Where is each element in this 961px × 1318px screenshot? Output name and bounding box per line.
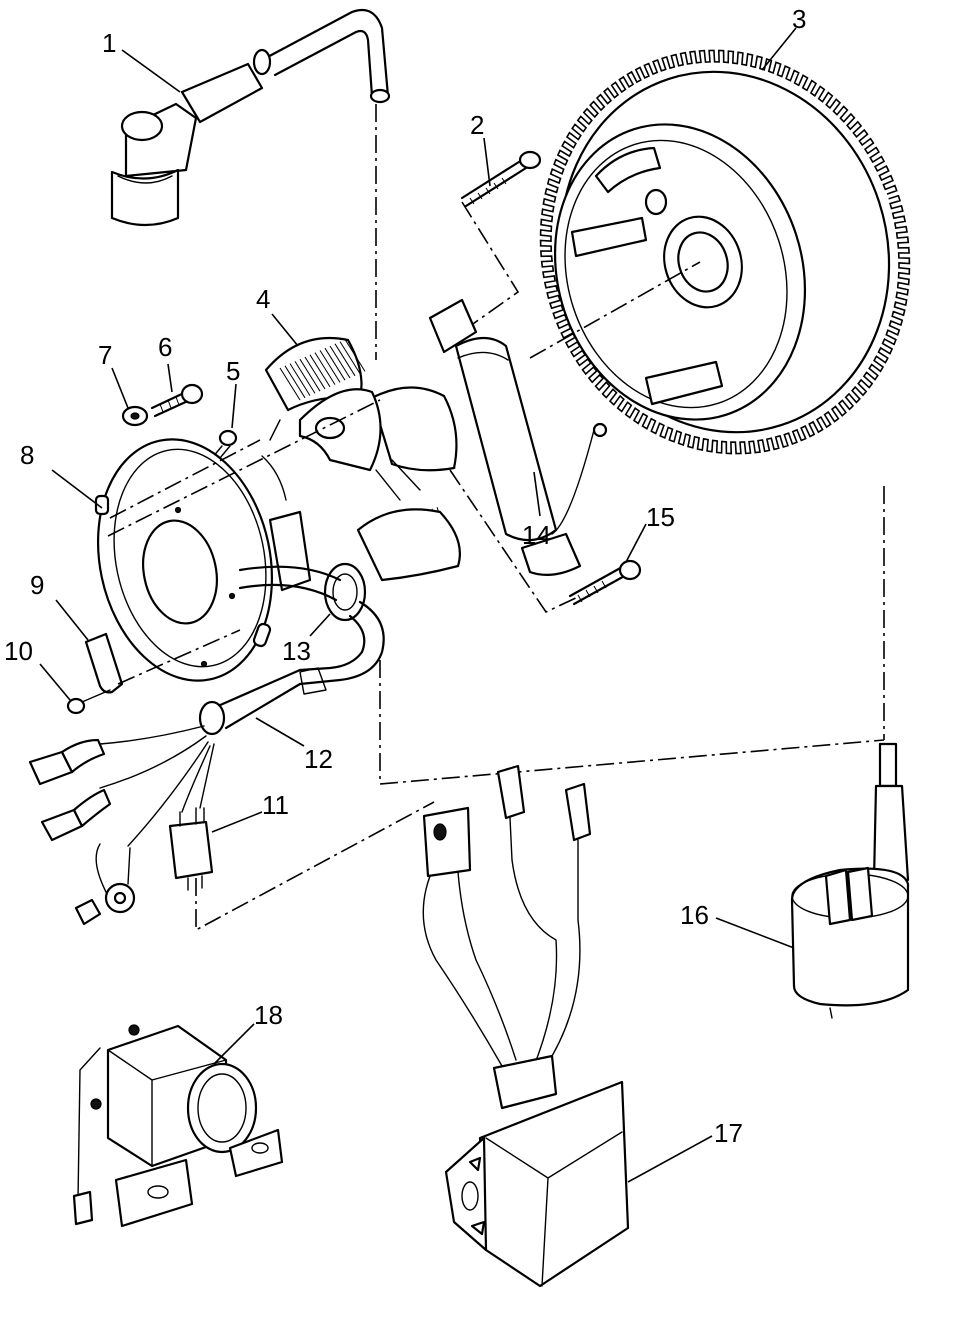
callout-2: 2 (470, 110, 484, 140)
leader-lines (39, 27, 797, 1183)
callout-10: 10 (4, 636, 33, 666)
part-8-stator-plate (94, 438, 312, 682)
part-13-grommet (323, 562, 367, 622)
callout-13: 13 (282, 636, 311, 666)
coil-winding-line (324, 347, 346, 381)
coil-winding-line (319, 350, 341, 383)
part-5-screw (211, 429, 238, 459)
part-6-screw (150, 383, 204, 418)
callout-8: 8 (20, 440, 34, 470)
coil-winding-line (329, 345, 351, 379)
part-14-trigger-coil (428, 298, 608, 577)
part-10-screw (66, 689, 111, 715)
part-9-wire-clip (84, 632, 124, 694)
callout-18: 18 (254, 1000, 283, 1030)
callout-5: 5 (226, 356, 240, 386)
part-1-spark-plug-cap (110, 8, 391, 227)
part-16-ignition-coil (790, 742, 910, 1019)
part-3-flywheel (539, 49, 911, 455)
coil-winding-line (289, 363, 311, 396)
coil-winding-line (309, 354, 331, 388)
coil-winding-line (344, 339, 366, 372)
coil-winding-line (339, 341, 361, 374)
callout-16: 16 (680, 900, 709, 930)
coil-winding-line (314, 352, 336, 385)
part-17-cdi-module (422, 764, 630, 1288)
part-11-connector (168, 807, 214, 891)
coil-winding-line (294, 361, 316, 394)
callout-9: 9 (30, 570, 44, 600)
coil-winding-line (299, 358, 321, 392)
callout-14: 14 (522, 520, 551, 550)
callout-12: 12 (304, 744, 333, 774)
part-7-washer (121, 405, 149, 427)
coil-winding-line (279, 367, 301, 401)
callout-7: 7 (98, 340, 112, 370)
callout-6: 6 (158, 332, 172, 362)
wire-pigtails (28, 725, 215, 926)
callout-labels: 1 2 3 4 5 6 7 8 9 10 11 12 13 14 15 16 1… (4, 4, 806, 1148)
callout-4: 4 (256, 284, 270, 314)
part-2-screw (460, 150, 542, 208)
callout-1: 1 (102, 28, 116, 58)
callout-17: 17 (714, 1118, 743, 1148)
callout-3: 3 (792, 4, 806, 34)
coil-winding-line (304, 356, 326, 390)
callout-15: 15 (646, 502, 675, 532)
coil-winding-line (284, 365, 306, 399)
coil-winding-line (334, 343, 356, 377)
part-15-screw (568, 559, 642, 606)
part-12-wiring-harness (198, 565, 385, 736)
part-18-solenoid (72, 1024, 284, 1228)
callout-11: 11 (262, 790, 289, 820)
